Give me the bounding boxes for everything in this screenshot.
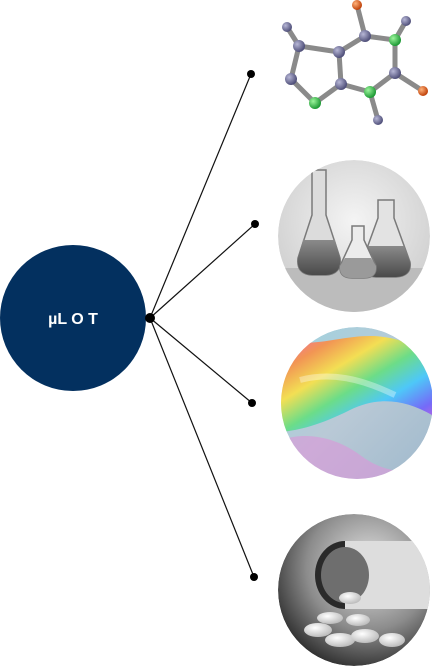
molecule-structure-image xyxy=(282,0,428,125)
iridescent-film-photo xyxy=(281,327,432,479)
endpoint-dot-film xyxy=(248,399,256,407)
laboratory-flasks-photo xyxy=(278,160,430,312)
connectors xyxy=(149,73,256,578)
hub-circle xyxy=(0,245,146,391)
connector-molecule xyxy=(149,73,252,319)
endpoint-dot-pills xyxy=(250,573,258,581)
hub-label: µL O T xyxy=(48,311,98,328)
spilled-pills-photo xyxy=(278,514,430,666)
hub-junction-dot xyxy=(145,313,155,323)
endpoint-dot-lab-flasks xyxy=(251,220,259,228)
hub-node: µL O T xyxy=(0,245,155,391)
endpoint-dot-molecule xyxy=(247,70,255,78)
connector-pills xyxy=(149,317,255,578)
connector-lab-flasks xyxy=(149,223,256,319)
connector-film xyxy=(149,317,253,404)
